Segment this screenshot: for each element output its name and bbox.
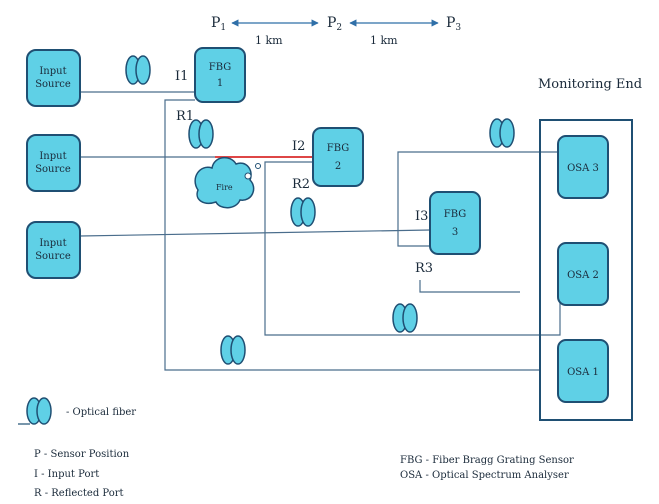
fire-cloud: Fire <box>194 156 261 209</box>
distance-label-2: 1 km <box>370 34 398 47</box>
fiber-coil-icon <box>489 118 515 148</box>
osa-3: OSA 3 <box>557 135 609 199</box>
osa-1-label: OSA 1 <box>567 367 599 378</box>
fbg-2: FBG 2 <box>312 127 364 187</box>
optical-fiber-coils <box>125 55 515 365</box>
fiber-coil-icon <box>220 335 246 365</box>
wire-source3-fbg3 <box>79 229 431 237</box>
sensor-p1: P1 <box>211 15 226 33</box>
wire-fbg3-osa3 <box>397 151 560 247</box>
fbg-2-number: 2 <box>335 161 341 172</box>
port-r1: R1 <box>176 109 194 124</box>
input-source-box <box>26 49 81 107</box>
port-i1: I1 <box>175 69 188 84</box>
monitoring-end: Monitoring End OSA 3 OSA 2 OSA 1 <box>538 77 642 421</box>
fbg-3-number: 3 <box>452 227 458 238</box>
wire-r3-osa2 <box>419 280 520 293</box>
port-i3: I3 <box>415 209 428 224</box>
fiber-coil-icon <box>125 55 151 85</box>
port-r2: R2 <box>292 177 310 192</box>
port-i2: I2 <box>292 139 305 154</box>
port-labels: I1 R1 I2 R2 I3 R3 <box>175 69 433 276</box>
port-r3: R3 <box>415 261 433 276</box>
monitoring-end-title: Monitoring End <box>538 77 642 92</box>
fiber-coil-icon <box>392 303 418 333</box>
osa-1: OSA 1 <box>557 339 609 403</box>
legend-input-port: I - Input Port <box>34 469 99 480</box>
fbg-3: FBG 3 <box>429 191 481 255</box>
legend-osa: OSA - Optical Spectrum Analyser <box>400 470 569 481</box>
monitoring-end-frame <box>539 119 633 421</box>
legend-reflected-port: R - Reflected Port <box>34 488 124 499</box>
fbg-1-name: FBG <box>209 62 231 73</box>
osa-3-label: OSA 3 <box>567 163 599 174</box>
fire-label: Fire <box>216 183 233 192</box>
fiber-connections <box>79 91 561 371</box>
wire-r2-osa2 <box>264 161 561 336</box>
legend-fbg: FBG - Fiber Bragg Grating Sensor <box>400 455 574 466</box>
sensor-p2: P2 <box>327 15 342 33</box>
fbg-2-name: FBG <box>327 143 349 154</box>
fbg-3-name: FBG <box>444 209 466 220</box>
distance-label-1: 1 km <box>255 34 283 47</box>
fbg-1: FBG 1 <box>194 47 246 103</box>
legend-fiber-coil-icon <box>26 397 52 425</box>
osa-2: OSA 2 <box>557 242 609 306</box>
legend-sensor-position: P - Sensor Position <box>34 449 130 460</box>
fbg-1-number: 1 <box>217 78 223 89</box>
legend: - Optical fiber P - Sensor Position I - … <box>18 397 574 499</box>
sensor-p3: P3 <box>446 15 461 33</box>
fiber-coil-icon <box>290 197 316 227</box>
osa-2-label: OSA 2 <box>567 270 599 281</box>
sensor-position-scale: P1 P2 P3 1 km 1 km <box>211 15 461 47</box>
fiber-coil-icon <box>188 119 214 149</box>
legend-optical-fiber: - Optical fiber <box>66 407 136 418</box>
